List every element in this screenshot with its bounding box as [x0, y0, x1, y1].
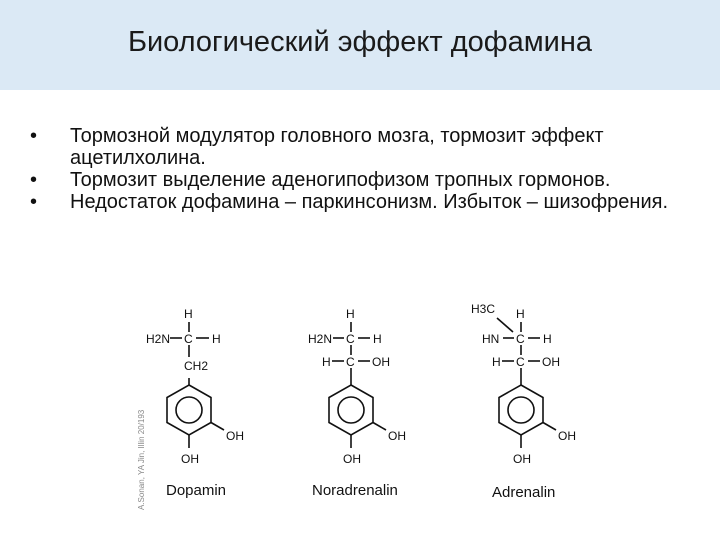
bullet-text: Тормозной модулятор головного мозга, тор… — [70, 125, 604, 169]
noradrenaline-carbon-2: C — [346, 355, 355, 369]
figure-credit: A.Sonan, YA Jin, Illin 20/193 — [137, 409, 146, 510]
bullet-list: • Тормозной модулятор головного мозга, т… — [30, 125, 670, 213]
dopamine-right-h: H — [212, 332, 221, 346]
noradrenaline-left-h: H — [322, 355, 331, 369]
dopamine-ch2: CH2 — [184, 359, 208, 373]
adrenaline-top-h: H — [516, 307, 525, 321]
bullet-icon: • — [30, 125, 38, 147]
slide-title: Биологический эффект дофамина — [127, 26, 593, 58]
noradrenaline-right-h: H — [373, 332, 382, 346]
bullet-icon: • — [30, 191, 38, 213]
noradrenaline-oh-2: OH — [343, 452, 361, 466]
adrenaline-right-h: H — [543, 332, 552, 346]
dopamine-top-h: H — [184, 307, 193, 321]
adrenaline-oh-2: OH — [513, 452, 531, 466]
dopamine-carbon: C — [184, 332, 193, 346]
bullet-item: • Тормозит выделение аденогипофизом троп… — [30, 169, 670, 191]
noradrenaline-top-h: H — [346, 307, 355, 321]
bullet-text: Тормозит выделение аденогипофизом тропны… — [70, 169, 611, 191]
adrenaline-amine: HN — [482, 332, 499, 346]
noradrenaline-structure — [328, 322, 387, 448]
dopamine-oh-1: OH — [226, 429, 244, 443]
bullet-icon: • — [30, 169, 38, 191]
adrenaline-left-h: H — [492, 355, 501, 369]
adrenaline-carbon-1: C — [516, 332, 525, 346]
noradrenaline-side-oh: OH — [372, 355, 390, 369]
dopamine-amine: H2N — [146, 332, 170, 346]
dopamine-name: Dopamin — [166, 482, 226, 499]
title-bar: Биологический эффект дофамина — [0, 0, 720, 90]
bullet-item: • Тормозной модулятор головного мозга, т… — [30, 125, 670, 169]
bullet-item: • Недостаток дофамина – паркинсонизм. Из… — [30, 191, 670, 213]
noradrenaline-oh-1: OH — [388, 429, 406, 443]
adrenaline-oh-1: OH — [558, 429, 576, 443]
adrenaline-carbon-2: C — [516, 355, 525, 369]
adrenaline-side-oh: OH — [542, 355, 560, 369]
noradrenaline-name: Noradrenalin — [312, 482, 398, 499]
dopamine-oh-2: OH — [181, 452, 199, 466]
adrenaline-structure — [496, 317, 557, 448]
adrenaline-name: Adrenalin — [492, 484, 555, 501]
noradrenaline-carbon-1: C — [346, 332, 355, 346]
bullet-text: Недостаток дофамина – паркинсонизм. Избы… — [70, 191, 669, 213]
noradrenaline-amine: H2N — [308, 332, 332, 346]
adrenaline-methyl: H3C — [471, 302, 495, 316]
dopamine-structure — [166, 322, 225, 448]
